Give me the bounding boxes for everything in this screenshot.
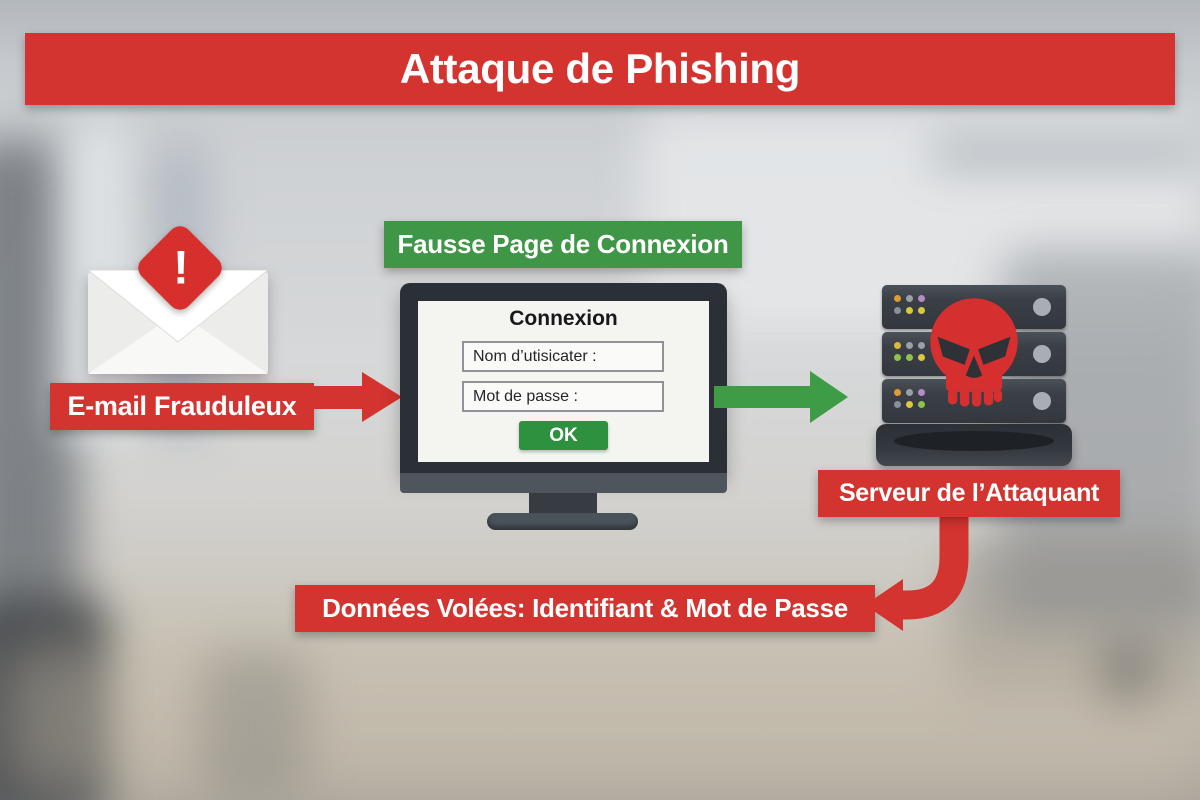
led-lights xyxy=(894,342,925,361)
password-field-label: Mot de passe : xyxy=(473,387,578,405)
title-banner: Attaque de Phishing xyxy=(25,33,1175,105)
server-label: Serveur de l’Attaquant xyxy=(838,479,1100,507)
background-blur-shape xyxy=(950,540,1200,700)
background-blur-shape xyxy=(0,600,110,800)
exclamation-glyph: ! xyxy=(173,240,189,294)
led-lights xyxy=(894,389,925,408)
monitor-base xyxy=(487,513,638,530)
arrow-server-to-data-icon xyxy=(865,505,969,631)
background-blur-shape xyxy=(0,640,1200,800)
background-blur-shape xyxy=(200,650,310,800)
ok-button[interactable]: OK xyxy=(519,421,608,450)
server-base-recess xyxy=(894,431,1054,451)
server-base xyxy=(876,424,1072,466)
monitor-bezel xyxy=(400,473,727,493)
page-title: Attaque de Phishing xyxy=(399,45,801,92)
monitor-screen: Connexion Nom d’utisicater : Mot de pass… xyxy=(418,301,709,462)
fake-page-label: Fausse Page de Connexion xyxy=(397,229,729,259)
fake-page-banner: Fausse Page de Connexion xyxy=(384,221,742,268)
email-label: E-mail Frauduleux xyxy=(67,391,297,421)
drive-knob xyxy=(1033,298,1051,316)
email-label-banner: E-mail Frauduleux xyxy=(50,383,314,430)
background-blur-shape xyxy=(930,140,1200,166)
drive-knob xyxy=(1033,392,1051,410)
stolen-data-label: Données Volées: Identifiant & Mot de Pas… xyxy=(322,593,848,623)
password-field[interactable]: Mot de passe : xyxy=(462,381,664,412)
username-field-label: Nom d’utisicater : xyxy=(473,347,597,365)
server-label-banner: Serveur de l’Attaquant xyxy=(818,470,1120,517)
background-blur-shape xyxy=(1100,645,1155,705)
stolen-data-banner: Données Volées: Identifiant & Mot de Pas… xyxy=(295,585,875,632)
login-heading: Connexion xyxy=(509,307,618,330)
drive-knob xyxy=(1033,345,1051,363)
monitor-stand xyxy=(529,493,597,516)
skull-icon xyxy=(930,298,1018,407)
ok-button-label: OK xyxy=(549,424,578,446)
led-lights xyxy=(894,295,925,314)
username-field[interactable]: Nom d’utisicater : xyxy=(462,341,664,372)
